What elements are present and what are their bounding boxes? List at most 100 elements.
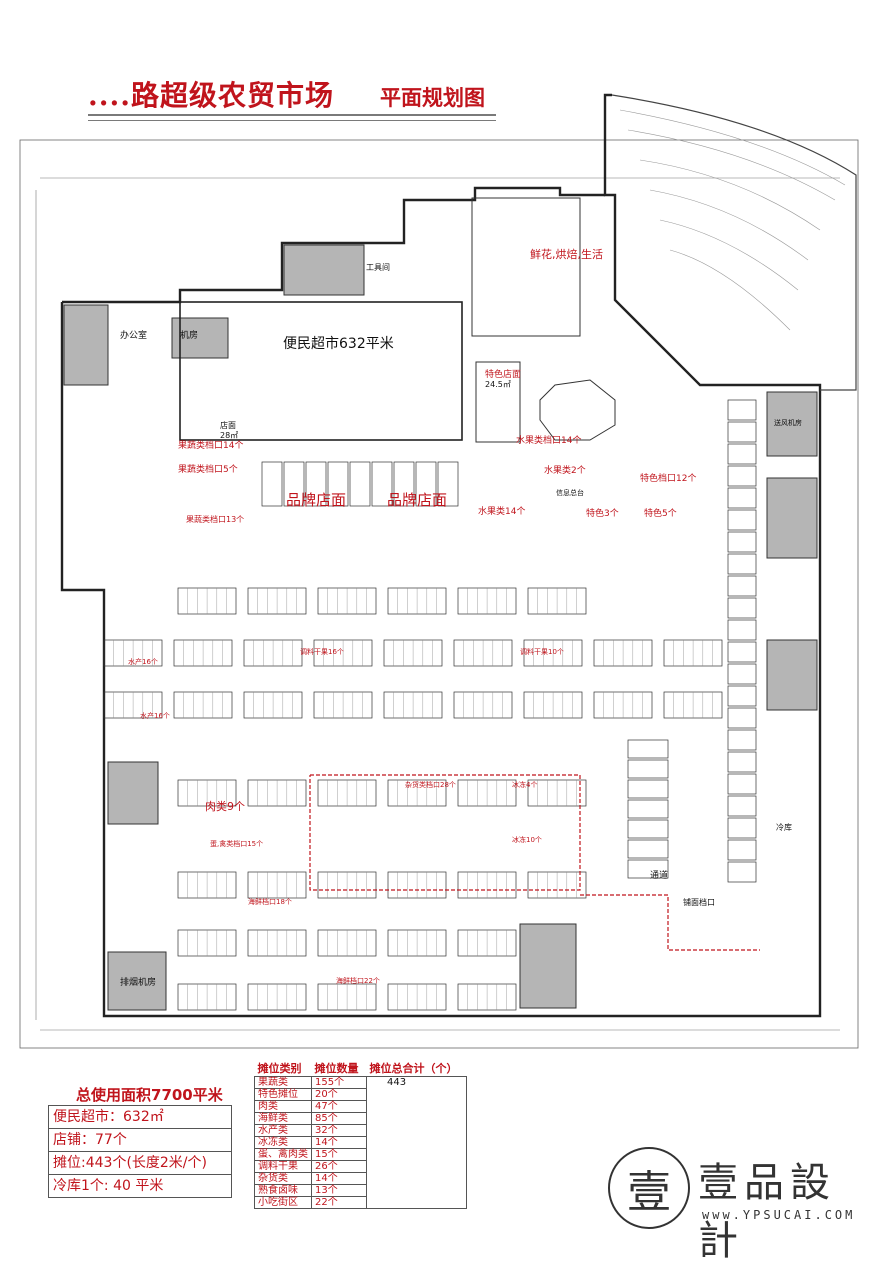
right-store xyxy=(727,817,757,839)
label-aquatic-1: 水产16个 xyxy=(128,657,158,666)
curved-structure xyxy=(611,94,857,391)
brand-stall xyxy=(349,461,371,507)
label-special-3: 特色3个 xyxy=(586,507,619,519)
brand-stall xyxy=(261,461,283,507)
label-veg-5: 果蔬类档口5个 xyxy=(178,463,238,475)
machine-room-bottom-left xyxy=(107,761,159,825)
label-machine-room: 机房 xyxy=(180,329,198,341)
label-seasoning-2: 调料干果10个 xyxy=(520,647,564,656)
summary-row-cold: 冷库1个: 40 平米 xyxy=(53,1178,164,1194)
label-flower-bake: 鲜花,烘焙,生活 xyxy=(530,247,603,261)
logo-mark-icon: 壹 xyxy=(608,1147,690,1229)
label-store: 店面 xyxy=(220,420,236,430)
label-info-desk: 信息总台 xyxy=(556,488,584,497)
label-special-12: 特色档口12个 xyxy=(640,472,696,484)
brand-stall xyxy=(371,461,393,507)
air-room-2 xyxy=(766,477,818,559)
brand-stall xyxy=(437,461,459,507)
summary-row-supermarket: 便民超市：632㎡ xyxy=(49,1106,231,1129)
label-office: 办公室 xyxy=(120,329,147,341)
summary-box: 便民超市：632㎡ 店铺：77个 摊位:443个(长度2米/个) 冷库1个: 4… xyxy=(48,1105,232,1198)
stall-rows xyxy=(103,461,723,1011)
right-store xyxy=(727,751,757,773)
floor-plan: 便民超市632平米 办公室 机房 工具间 鲜花,烘焙,生活 特色店面 24.5㎡… xyxy=(19,93,859,1049)
total-area-label: 总使用面积7700平米 xyxy=(76,1086,223,1104)
right-store xyxy=(727,597,757,619)
label-supermarket: 便民超市632平米 xyxy=(283,335,394,352)
building-outline xyxy=(60,93,822,1018)
stall-count: 14个 xyxy=(311,1172,367,1185)
air-room-1 xyxy=(766,391,818,457)
right-store-column xyxy=(627,399,757,883)
label-tool-room: 工具间 xyxy=(366,263,390,272)
right-store xyxy=(727,575,757,597)
brand-stall xyxy=(393,461,415,507)
stall-count: 22个 xyxy=(311,1196,367,1209)
right-store xyxy=(727,839,757,861)
label-cold-storage: 冷库 xyxy=(776,822,792,832)
logo-url: www.YPSUCAI.COM xyxy=(702,1208,856,1222)
air-room-3 xyxy=(766,639,818,711)
stall-count: 14个 xyxy=(311,1136,367,1149)
right-store xyxy=(727,707,757,729)
shop-stall-box xyxy=(627,859,669,879)
header-total: 摊位总合计（个） xyxy=(369,1062,458,1075)
right-store xyxy=(727,773,757,795)
brand-stall xyxy=(327,461,349,507)
label-fruit-14b: 水果类14个 xyxy=(478,505,525,517)
stall-type: 冰冻类 xyxy=(254,1136,312,1149)
stall-type: 果蔬类 xyxy=(254,1076,312,1089)
right-store xyxy=(727,553,757,575)
label-frozen-4: 冰冻4个 xyxy=(512,780,537,789)
shop-stall-box xyxy=(627,839,669,859)
label-meat-9: 肉类9个 xyxy=(205,799,245,813)
title-underline-2 xyxy=(88,120,496,121)
right-store xyxy=(727,641,757,663)
right-store xyxy=(727,509,757,531)
shop-stall-box xyxy=(627,759,669,779)
label-brand-store-1: 品牌店面 xyxy=(286,491,346,509)
right-store xyxy=(727,399,757,421)
stall-type: 肉类 xyxy=(254,1100,312,1113)
label-aquatic-2: 水产16个 xyxy=(140,711,170,720)
logo-mark-text: 壹 xyxy=(627,1167,671,1218)
label-veg-14: 果蔬类档口14个 xyxy=(178,439,243,451)
right-store xyxy=(727,795,757,817)
shop-stall-box xyxy=(627,819,669,839)
label-seafood-18: 海鲜档口18个 xyxy=(248,897,292,906)
right-store xyxy=(727,663,757,685)
label-special-5: 特色5个 xyxy=(644,507,677,519)
header-count: 摊位数量 xyxy=(314,1062,359,1075)
right-store xyxy=(727,861,757,883)
shop-stall-box xyxy=(627,739,669,759)
info-desk-shape xyxy=(539,379,616,441)
right-store xyxy=(727,685,757,707)
shop-stall-box xyxy=(627,779,669,799)
label-channel: 通道 xyxy=(650,869,668,881)
stall-type: 调料干果 xyxy=(254,1160,312,1173)
stall-type: 熟食卤味 xyxy=(254,1184,312,1197)
building-outline-top xyxy=(62,186,605,304)
summary-row-shops: 店铺：77个 xyxy=(49,1129,231,1152)
stall-type: 杂货类 xyxy=(254,1172,312,1185)
stall-table-header: 摊位类别 摊位数量 摊位总合计（个） xyxy=(255,1060,467,1077)
special-store-block xyxy=(475,361,521,443)
stall-count: 26个 xyxy=(311,1160,367,1173)
label-veg-13: 果蔬类档口13个 xyxy=(186,514,244,524)
stall-type: 海鲜类 xyxy=(254,1112,312,1125)
stall-count: 47个 xyxy=(311,1100,367,1113)
shop-stall-box xyxy=(627,799,669,819)
drawing-frame xyxy=(19,139,859,1049)
machine-room-bottom xyxy=(519,923,577,1009)
label-fruit-14: 水果类档口14个 xyxy=(516,434,581,446)
right-store xyxy=(727,729,757,751)
stall-type: 蛋、禽肉类 xyxy=(254,1148,312,1161)
right-store xyxy=(727,465,757,487)
label-seafood-22: 海鲜档口22个 xyxy=(336,976,380,985)
stall-count: 32个 xyxy=(311,1124,367,1137)
